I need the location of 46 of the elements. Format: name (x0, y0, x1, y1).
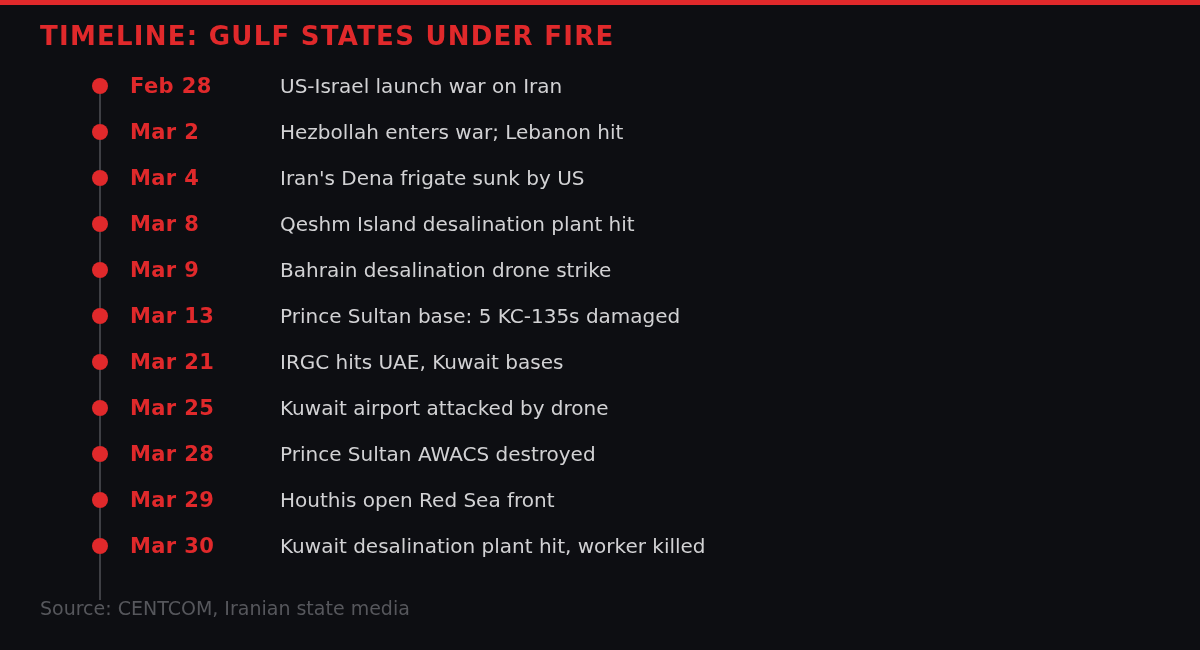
event-text: Bahrain desalination drone strike (280, 258, 612, 282)
date-label: Mar 28 (130, 441, 215, 467)
timeline-dot (92, 400, 108, 416)
date-label: Mar 25 (130, 395, 215, 421)
timeline-line (99, 185, 101, 217)
date-label: Mar 8 (130, 211, 200, 237)
title: TIMELINE: GULF STATES UNDER FIRE (40, 20, 615, 52)
date-label: Mar 4 (130, 165, 200, 191)
date-label: Mar 30 (130, 533, 215, 559)
event-text: IRGC hits UAE, Kuwait bases (280, 350, 564, 374)
event-text: Hezbollah enters war; Lebanon hit (280, 120, 624, 144)
timeline-line (99, 553, 101, 601)
date-label: Mar 29 (130, 487, 215, 513)
timeline-dot (92, 262, 108, 278)
timeline-dot (92, 124, 108, 140)
event-text: Prince Sultan AWACS destroyed (280, 442, 596, 466)
date-label: Mar 13 (130, 303, 215, 329)
event-text: Houthis open Red Sea front (280, 488, 555, 512)
event-text: Prince Sultan base: 5 KC-135s damaged (280, 304, 681, 328)
event-text: Kuwait airport attacked by drone (280, 396, 609, 420)
timeline-line (99, 231, 101, 263)
source-note: Source: CENTCOM, Iranian state media (40, 596, 410, 620)
timeline-line (99, 369, 101, 401)
timeline-dot (92, 308, 108, 324)
timeline-line (99, 93, 101, 125)
timeline-line (99, 507, 101, 539)
event-text: Iran's Dena frigate sunk by US (280, 166, 585, 190)
timeline-dot (92, 170, 108, 186)
date-label: Mar 2 (130, 119, 200, 145)
timeline-line (99, 139, 101, 171)
event-text: Qeshm Island desalination plant hit (280, 212, 635, 236)
timeline-line (99, 415, 101, 447)
date-label: Mar 9 (130, 257, 200, 283)
timeline-dot (92, 216, 108, 232)
timeline-dot (92, 492, 108, 508)
timeline-dot (92, 354, 108, 370)
event-text: US-Israel launch war on Iran (280, 74, 563, 98)
timeline-line (99, 461, 101, 493)
date-label: Mar 21 (130, 349, 215, 375)
timeline-dot (92, 78, 108, 94)
timeline-dot (92, 446, 108, 462)
event-text: Kuwait desalination plant hit, worker killed (280, 534, 706, 558)
timeline-dot (92, 538, 108, 554)
timeline-line (99, 323, 101, 355)
date-label: Feb 28 (130, 73, 212, 99)
timeline-line (99, 277, 101, 309)
